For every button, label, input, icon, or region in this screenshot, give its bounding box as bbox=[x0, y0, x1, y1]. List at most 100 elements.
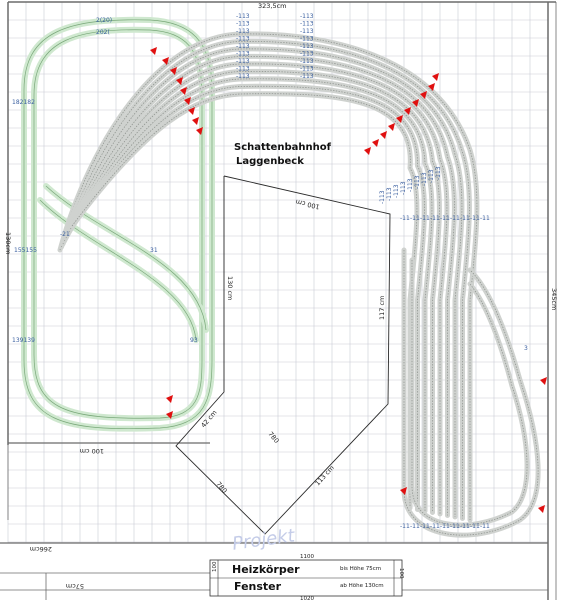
track-label: -11 bbox=[470, 215, 480, 222]
window-width-bottom: 1020 bbox=[300, 596, 314, 600]
track-labels: -113-113-113-11-11-113-113-113-11-11-113… bbox=[12, 13, 528, 530]
window-side-right: 100 bbox=[398, 568, 404, 579]
signal-marker bbox=[432, 73, 439, 81]
track-label: 31 bbox=[150, 247, 158, 254]
track-label: -11 bbox=[400, 523, 410, 530]
track-label: -11 bbox=[410, 215, 420, 222]
yard-track-rail bbox=[59, 33, 478, 520]
signal-marker bbox=[364, 147, 371, 155]
track-label: -113 bbox=[236, 36, 250, 43]
hidden-yard-tracks bbox=[57, 31, 541, 538]
dim-left-height: 130cm bbox=[4, 232, 12, 254]
signal-marker bbox=[166, 411, 173, 419]
signal-marker bbox=[170, 67, 177, 75]
track-label: -113 bbox=[236, 73, 250, 80]
track-label: -11 bbox=[420, 215, 430, 222]
signal-marker bbox=[196, 127, 203, 135]
track-label: -11 bbox=[450, 215, 460, 222]
dim-shelf-left: 130 cm bbox=[226, 276, 234, 300]
signal-markers bbox=[150, 47, 547, 513]
track-label: -11 bbox=[460, 523, 470, 530]
signal-marker bbox=[396, 115, 403, 123]
track-label: -113 bbox=[300, 73, 314, 80]
track-label: 202( bbox=[96, 29, 110, 36]
track-label: -113 bbox=[300, 58, 314, 65]
track-label: -113 bbox=[236, 13, 250, 20]
signal-marker bbox=[192, 117, 199, 125]
window-width-top: 1100 bbox=[300, 554, 314, 560]
track-label: -113 bbox=[300, 13, 314, 20]
yard-track-bed bbox=[60, 46, 465, 520]
signal-marker bbox=[184, 97, 191, 105]
station-title-line2: Laggenbeck bbox=[236, 156, 304, 167]
track-label: -113 bbox=[400, 181, 407, 195]
track-label: -11 bbox=[480, 523, 490, 530]
window-heater-block: Heizkörper bis Höhe 75cm Fenster ab Höhe… bbox=[209, 554, 404, 602]
track-label: -113 bbox=[236, 66, 250, 73]
track-label: 182182 bbox=[12, 99, 35, 106]
signal-marker bbox=[176, 77, 183, 85]
track-label: -113 bbox=[300, 36, 314, 43]
track-label: -113 bbox=[300, 21, 314, 28]
window-side-left: 100 bbox=[212, 561, 218, 572]
yard-track-bed bbox=[63, 61, 450, 517]
signal-marker bbox=[388, 123, 395, 131]
track-label: -113 bbox=[435, 166, 442, 180]
window-label: Fenster bbox=[234, 580, 282, 593]
yard-track-rail bbox=[68, 78, 433, 511]
track-label: -113 bbox=[300, 43, 314, 50]
track-label: -11 bbox=[430, 523, 440, 530]
yard-track-rail bbox=[70, 85, 425, 510]
track-label: -113 bbox=[414, 175, 421, 189]
yard-track-rail bbox=[61, 41, 470, 519]
track-label: -11 bbox=[470, 523, 480, 530]
dim-shelf-top: 100 cm bbox=[295, 198, 321, 211]
track-label: -11 bbox=[440, 523, 450, 530]
track-label: -113 bbox=[236, 51, 250, 58]
heater-note: bis Höhe 75cm bbox=[340, 566, 381, 572]
signal-marker bbox=[180, 87, 187, 95]
dim-right-height: 345cm bbox=[550, 288, 558, 310]
balloon-loop-rail bbox=[403, 250, 539, 536]
yard-track-rail bbox=[71, 93, 418, 508]
track-label: -113 bbox=[407, 178, 414, 192]
dim-lower-left-small: 57cm bbox=[66, 582, 84, 590]
track-label: -113 bbox=[428, 169, 435, 183]
signal-marker bbox=[188, 107, 195, 115]
track-label: -11 bbox=[460, 215, 470, 222]
track-label: -113 bbox=[300, 28, 314, 35]
track-label: -113 bbox=[236, 43, 250, 50]
signal-marker bbox=[420, 91, 427, 99]
track-label: -113 bbox=[236, 28, 250, 35]
yard-track-rail bbox=[64, 56, 455, 516]
track-label: -113 bbox=[300, 66, 314, 73]
track-label: -11 bbox=[400, 215, 410, 222]
track-label: -11 bbox=[450, 523, 460, 530]
signal-marker bbox=[412, 99, 419, 107]
signal-marker bbox=[404, 107, 411, 115]
balloon-loop-rail bbox=[411, 260, 528, 526]
window-note: ab Höhe 130cm bbox=[340, 583, 384, 589]
track-label: -11 bbox=[440, 215, 450, 222]
green-track-rail bbox=[45, 185, 207, 331]
track-label: 3 bbox=[524, 345, 528, 352]
green-track-rail bbox=[39, 199, 197, 341]
dim-top-width: 323,5cm bbox=[258, 2, 287, 10]
green-track-rail bbox=[33, 29, 203, 419]
track-label: 139139 bbox=[12, 337, 35, 344]
watermark-text: Projekt bbox=[231, 525, 297, 555]
track-label: 155155 bbox=[14, 247, 37, 254]
dim-lower-left: 100 cm bbox=[80, 447, 104, 455]
heater-label: Heizkörper bbox=[232, 563, 300, 576]
table-outline bbox=[175, 175, 391, 535]
signal-marker bbox=[150, 47, 157, 55]
signal-marker bbox=[380, 131, 387, 139]
signal-marker bbox=[166, 395, 173, 403]
track-label: -11 bbox=[430, 215, 440, 222]
dim-shelf-lower-b: 113 cm bbox=[314, 464, 336, 487]
track-label: -11 bbox=[480, 215, 490, 222]
signal-marker bbox=[428, 83, 435, 91]
dim-diag-b: 780 bbox=[214, 480, 228, 495]
